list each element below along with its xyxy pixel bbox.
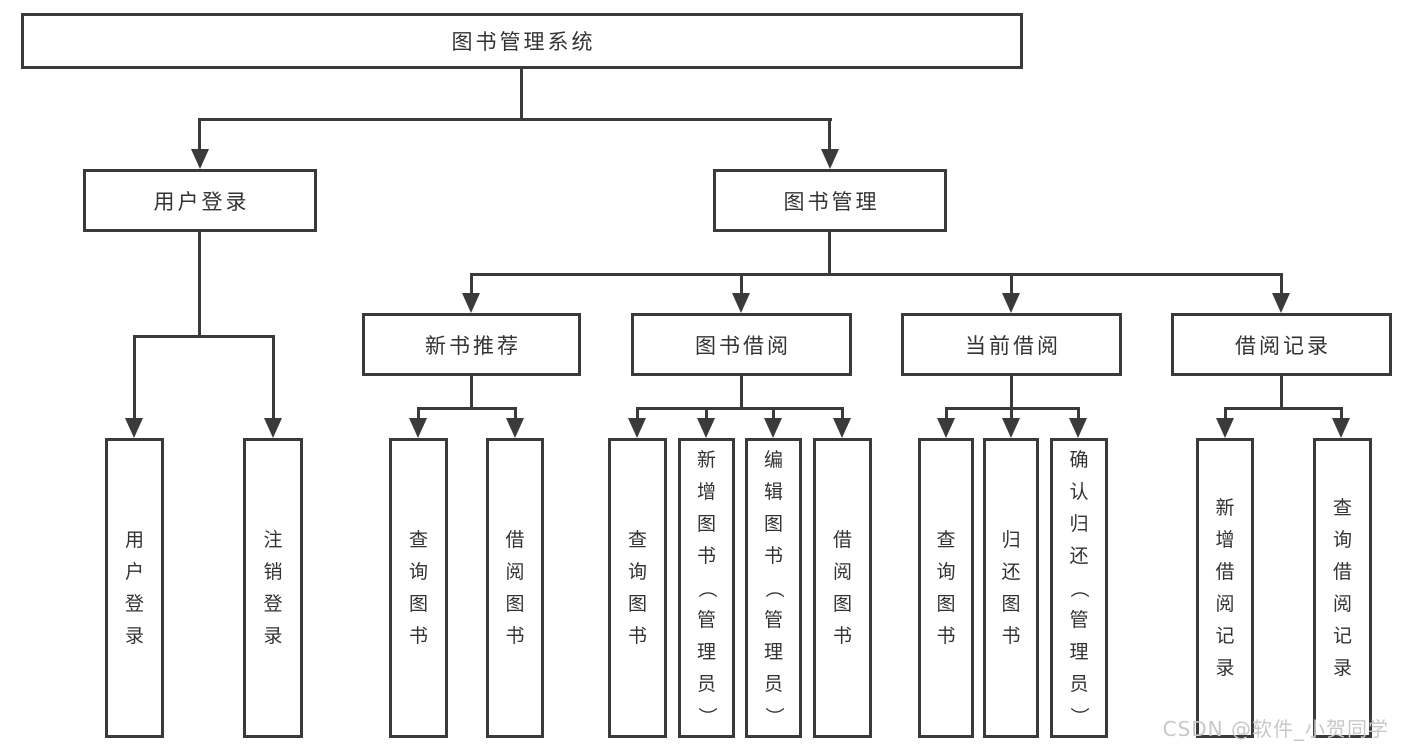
connector-trunk	[1010, 376, 1013, 407]
node-new-book-recommend: 新书推荐	[362, 313, 581, 376]
connector-drop-leaf	[772, 407, 775, 419]
connector-drop-leaf	[636, 407, 639, 419]
connector-level2-hline	[471, 273, 1282, 276]
leaf-return-book: 归还图书	[983, 438, 1039, 738]
connector-drop-leaf	[945, 407, 948, 419]
leaf-borrow-books-recommend: 借阅图书	[486, 438, 544, 738]
arrow-down-icon	[764, 418, 782, 438]
arrow-down-icon	[409, 418, 427, 438]
leaf-borrow-books-borrowing: 借阅图书	[813, 438, 872, 738]
connector-drop-leaf	[705, 407, 708, 419]
connector-drop-leaf	[1340, 407, 1343, 419]
leaf-query-borrow-record: 查询借阅记录	[1313, 438, 1372, 738]
connector-hline	[1224, 407, 1343, 410]
arrow-down-icon	[697, 418, 715, 438]
node-book-borrowing: 图书借阅	[631, 313, 852, 376]
connector-drop-borrowing-records	[1280, 273, 1283, 294]
leaf-edit-book-admin: 编辑图书（管理员）	[745, 438, 802, 738]
connector-drop-leaf	[1224, 407, 1227, 419]
arrow-down-icon	[1002, 418, 1020, 438]
connector-drop-leaf	[1077, 407, 1080, 419]
leaf-logout-login: 注销登录	[243, 438, 303, 738]
connector-drop-user-login	[198, 118, 201, 149]
connector-drop-leaf	[841, 407, 844, 419]
leaf-user-login: 用户登录	[105, 438, 164, 738]
connector-trunk	[740, 376, 743, 407]
leaf-confirm-return-admin: 确认归还（管理员）	[1050, 438, 1108, 738]
connector-root-trunk	[520, 69, 523, 118]
connector-drop-leaf	[1010, 407, 1013, 419]
arrow-down-icon	[462, 293, 480, 313]
arrow-down-icon	[506, 418, 524, 438]
leaf-query-books-borrowing: 查询图书	[608, 438, 667, 738]
connector-drop-book-management	[828, 118, 831, 149]
arrow-down-icon	[125, 418, 143, 438]
connector-drop-book-borrowing	[740, 273, 743, 294]
connector-hline	[417, 407, 516, 410]
leaf-add-book-admin: 新增图书（管理员）	[678, 438, 735, 738]
connector-trunk	[470, 376, 473, 407]
leaf-query-books-current: 查询图书	[918, 438, 974, 738]
connector-user-login-hline	[133, 335, 274, 338]
arrow-down-icon	[732, 293, 750, 313]
node-book-management: 图书管理	[713, 169, 947, 232]
connector-hline	[636, 407, 843, 410]
connector-level1-hline	[199, 118, 832, 121]
arrow-down-icon	[833, 418, 851, 438]
connector-drop-current-borrowing	[1010, 273, 1013, 294]
connector-drop-leaf	[417, 407, 420, 419]
connector-drop-leaf	[514, 407, 517, 419]
node-borrowing-records: 借阅记录	[1171, 313, 1392, 376]
leaf-add-borrow-record: 新增借阅记录	[1196, 438, 1254, 738]
connector-user-login-trunk	[198, 232, 201, 335]
node-current-borrowing: 当前借阅	[901, 313, 1122, 376]
arrow-down-icon	[264, 418, 282, 438]
connector-drop-new-book	[470, 273, 473, 294]
arrow-down-icon	[628, 418, 646, 438]
arrow-down-icon	[937, 418, 955, 438]
arrow-down-icon	[1069, 418, 1087, 438]
connector-drop-leaf	[272, 335, 275, 418]
node-user-login: 用户登录	[83, 169, 317, 232]
arrow-down-icon	[1002, 293, 1020, 313]
connector-book-mgmt-trunk	[828, 232, 831, 273]
connector-drop-leaf	[133, 335, 136, 418]
csdn-watermark: CSDN @软件_小贺同学	[1162, 717, 1389, 741]
arrow-down-icon	[1272, 293, 1290, 313]
arrow-down-icon	[1216, 418, 1234, 438]
arrow-down-icon	[191, 149, 209, 169]
leaf-query-books-recommend: 查询图书	[389, 438, 448, 738]
connector-trunk	[1280, 376, 1283, 407]
node-library-system: 图书管理系统	[21, 13, 1023, 69]
arrow-down-icon	[821, 149, 839, 169]
arrow-down-icon	[1332, 418, 1350, 438]
